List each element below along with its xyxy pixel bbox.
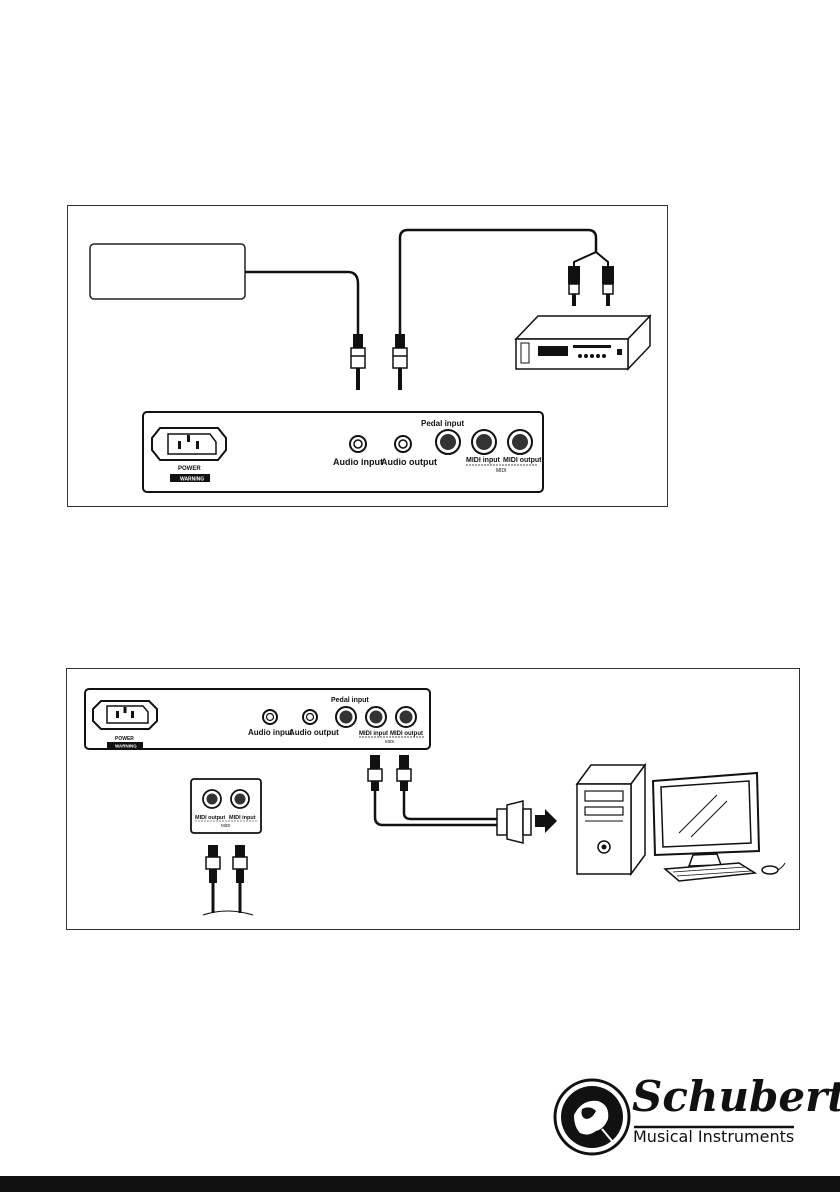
midi-output-socket bbox=[396, 707, 416, 727]
audio-input-cable bbox=[245, 272, 358, 334]
midi-group-label: MIDI bbox=[385, 739, 395, 744]
midi-output-label: MIDI output bbox=[390, 731, 423, 737]
midi-input-label: MIDI input bbox=[359, 731, 388, 737]
power-label: POWER bbox=[115, 736, 134, 742]
power-label: POWER bbox=[178, 466, 201, 472]
audio-input-label: Audio input bbox=[333, 457, 383, 467]
midi-group-label: MIDI bbox=[496, 468, 507, 474]
pedal-input-label: Pedal input bbox=[331, 697, 369, 704]
inset-midi-output-socket bbox=[203, 790, 221, 808]
computer-tower bbox=[577, 765, 645, 874]
midi-input-label: MIDI input bbox=[466, 457, 500, 464]
recorder-device bbox=[516, 316, 650, 369]
inset-midi-label: MIDI bbox=[221, 823, 231, 828]
audio-connection-diagram: POWER WARNING Audio input Audio output P… bbox=[67, 205, 668, 507]
inset-midi-input-socket bbox=[231, 790, 249, 808]
power-socket bbox=[93, 701, 157, 729]
warning-label: WARNING bbox=[180, 477, 204, 483]
computer-mouse bbox=[762, 866, 778, 874]
inset-midi-plugs bbox=[203, 845, 253, 915]
inset-midi-input-label: MIDI input bbox=[229, 815, 256, 821]
audio-output-label: Audio output bbox=[289, 728, 339, 737]
midi-usb-cable bbox=[368, 755, 557, 843]
warning-label: WARNING bbox=[115, 744, 137, 749]
midi-output-label: MIDI output bbox=[503, 457, 542, 464]
brand-name: Schubert bbox=[632, 1072, 840, 1122]
audio-input-label: Audio input bbox=[248, 728, 293, 737]
midi-connection-diagram: POWER WARNING Audio input Audio output P… bbox=[66, 668, 800, 930]
power-socket bbox=[152, 428, 226, 460]
inset-midi-output-label: MIDI output bbox=[195, 815, 225, 821]
midi-input-socket bbox=[366, 707, 386, 727]
audio-output-label: Audio output bbox=[381, 457, 437, 467]
footer-bar bbox=[0, 1176, 840, 1192]
midi-connection-svg: POWER WARNING Audio input Audio output P… bbox=[67, 669, 801, 931]
pedal-input-socket bbox=[336, 707, 356, 727]
midi-input-socket bbox=[472, 430, 496, 454]
arrow-icon bbox=[535, 809, 557, 833]
audio-input-plug bbox=[351, 334, 365, 390]
brand-tagline: Musical Instruments bbox=[633, 1127, 794, 1146]
rca-plug-right bbox=[602, 266, 614, 306]
computer-keyboard bbox=[665, 863, 755, 881]
midi-output-socket bbox=[508, 430, 532, 454]
pedal-input-socket bbox=[436, 430, 460, 454]
rca-plug-left bbox=[568, 266, 580, 306]
pedal-input-label: Pedal input bbox=[421, 419, 464, 428]
audio-connection-svg: POWER WARNING Audio input Audio output P… bbox=[68, 206, 669, 508]
audio-output-plug bbox=[393, 334, 407, 390]
external-audio-device bbox=[90, 244, 245, 299]
computer-monitor bbox=[653, 773, 759, 866]
